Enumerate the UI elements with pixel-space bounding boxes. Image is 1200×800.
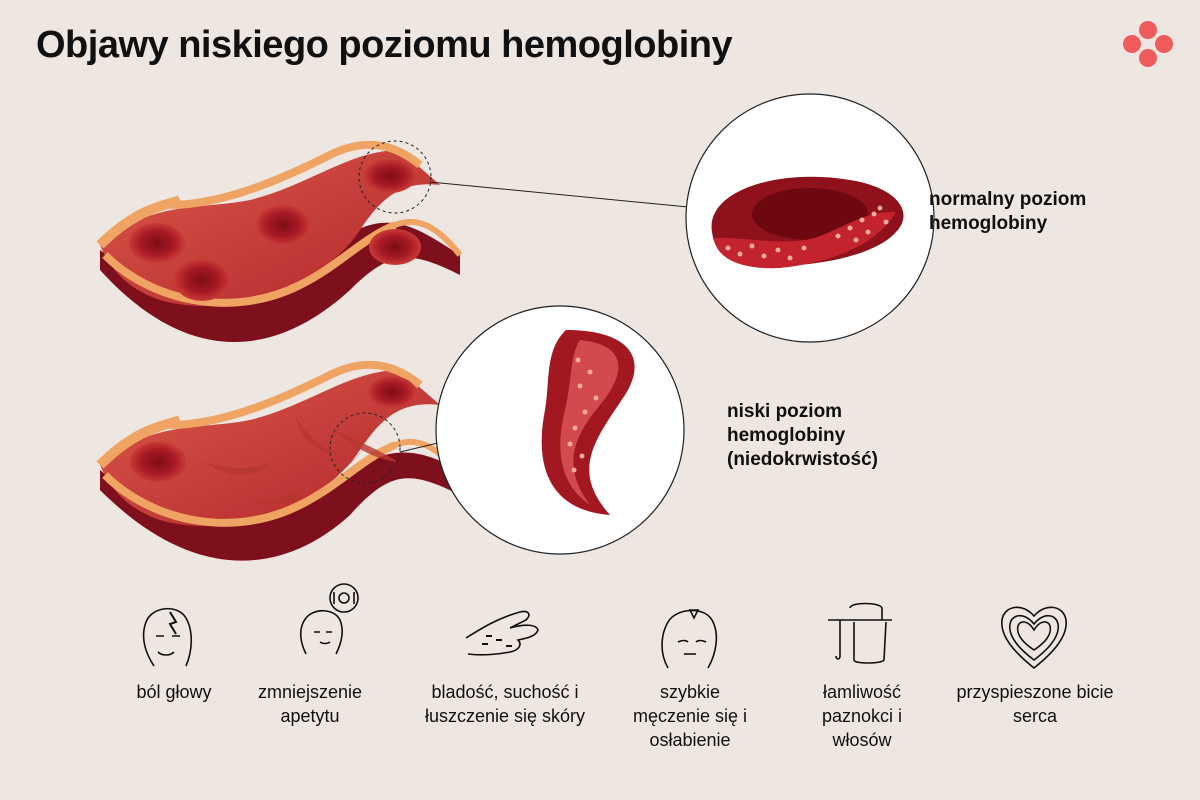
sickle-cell <box>335 430 398 462</box>
sickle-cell-magnified <box>435 305 685 555</box>
brittle-nail-icon <box>828 602 892 664</box>
red-blood-cell <box>129 223 185 263</box>
symptom-label-appetite: zmniejszenie apetytu <box>257 682 363 726</box>
sickle-cell <box>205 462 270 475</box>
tired-face-icon <box>661 609 718 669</box>
normal-blood-vessel <box>96 140 689 343</box>
normal-hemoglobin-label: normalny poziom hemoglobiny <box>929 189 1087 234</box>
medical-cross-logo-icon <box>1123 21 1173 67</box>
symptom-label-nails: łamliwość paznokci i włosów <box>821 682 903 750</box>
headache-face-icon <box>142 607 193 667</box>
red-blood-cell <box>256 205 310 245</box>
red-blood-cell <box>174 259 230 301</box>
symptom-label-fatigue: szybkie męczenie się i osłabienie <box>632 682 748 750</box>
page-title: Objawy niskiego poziomu hemoglobiny <box>36 24 733 66</box>
symptom-label-skin: bladość, suchość i łuszczenie się skóry <box>424 682 586 726</box>
sickle-cell <box>295 415 340 455</box>
appetite-face-icon <box>299 583 359 655</box>
anemic-blood-vessel <box>96 360 485 561</box>
red-blood-cell <box>364 159 416 193</box>
normal-cell-magnified <box>685 93 935 343</box>
red-blood-cell <box>368 376 416 408</box>
low-hemoglobin-label: niski poziom hemoglobiny (niedokrwistość… <box>727 401 878 470</box>
red-blood-cell <box>130 442 186 482</box>
pale-hand-icon <box>465 610 539 656</box>
heart-icon <box>1001 606 1067 670</box>
symptom-label-headache: ból głowy <box>136 682 212 702</box>
red-blood-cell <box>369 229 421 265</box>
sickle-cell <box>250 488 305 505</box>
symptom-label-heart: przyspieszone bicie serca <box>956 682 1114 726</box>
